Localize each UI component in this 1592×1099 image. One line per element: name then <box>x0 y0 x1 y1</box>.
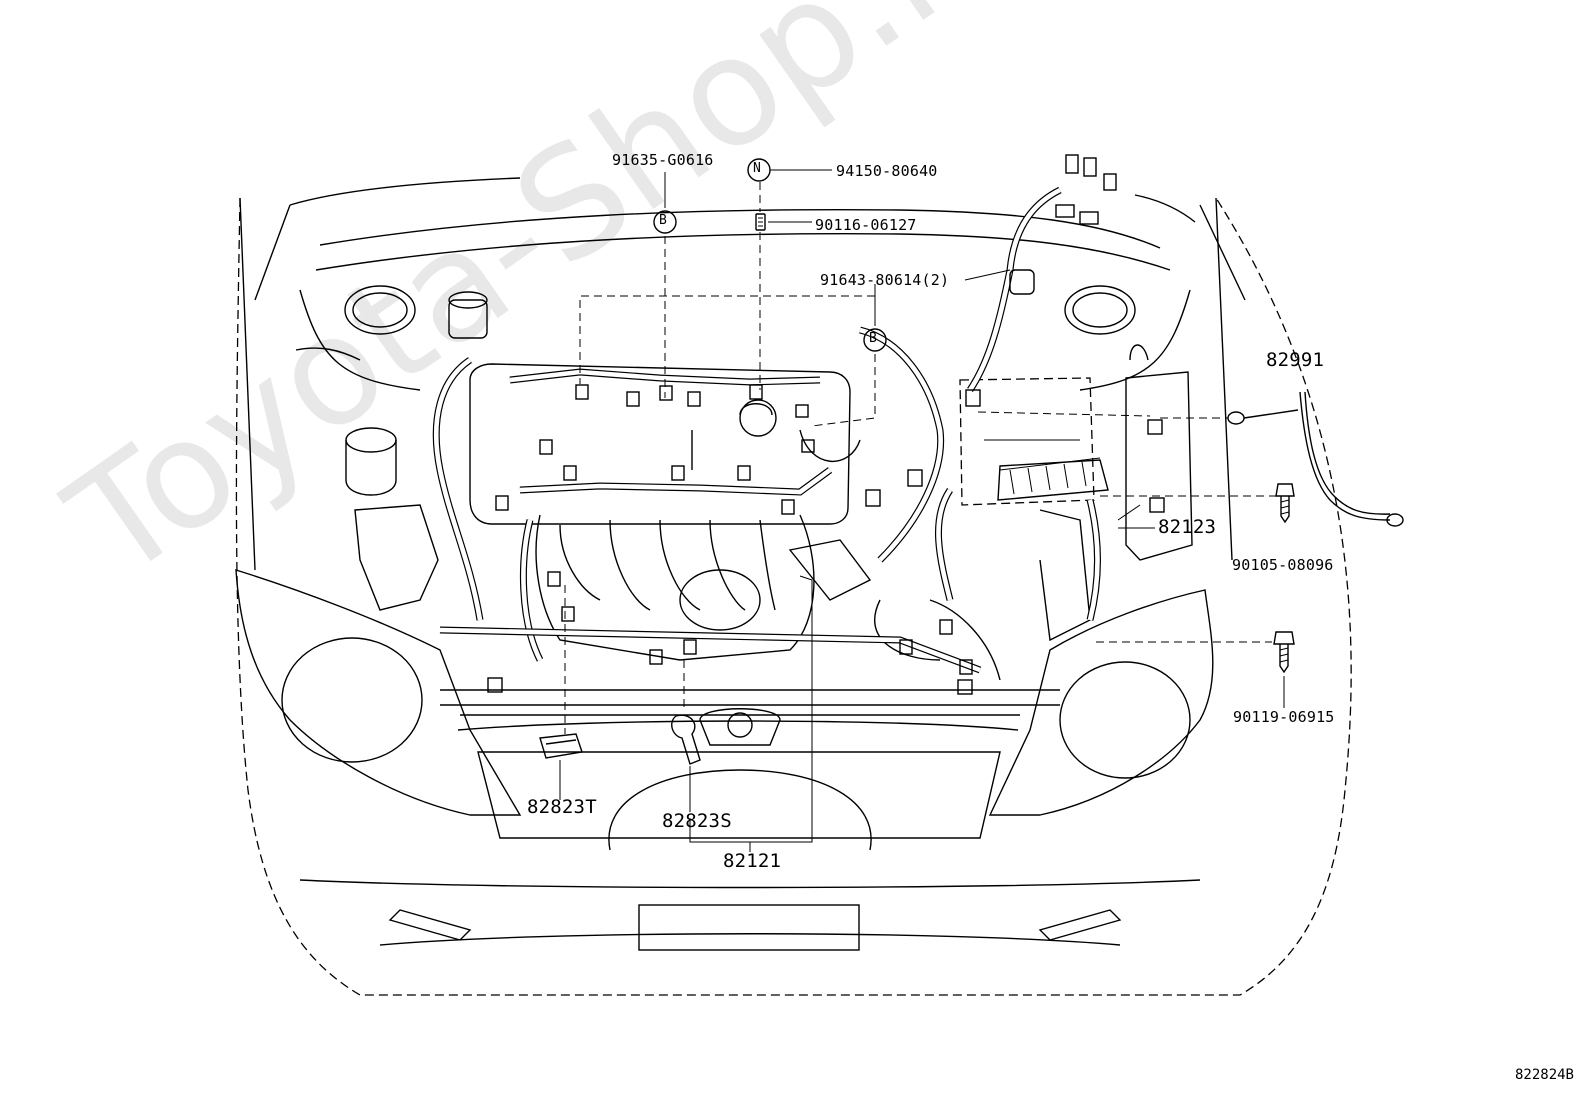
marker-n-label: N <box>753 161 762 176</box>
clip-90116 <box>755 213 766 231</box>
part-label-82823S[interactable]: 82823S <box>662 810 732 832</box>
part-label-90105-08096[interactable]: 90105-08096 <box>1232 556 1334 574</box>
part-label-91635-G0616[interactable]: 91635-G0616 <box>612 151 714 169</box>
part-label-90116-06127[interactable]: 90116-06127 <box>815 216 917 234</box>
reservoirs <box>345 291 1193 611</box>
leader-lines <box>559 169 1285 852</box>
front-end <box>235 569 1214 951</box>
cable-82991 <box>1227 391 1404 527</box>
bolt-90105 <box>1275 483 1295 524</box>
circle-markers <box>653 158 887 352</box>
part-label-82123[interactable]: 82123 <box>1158 516 1217 538</box>
part-label-82991[interactable]: 82991 <box>1266 349 1325 371</box>
marker-b-label-1: B <box>659 213 668 228</box>
body-outline <box>235 177 1352 996</box>
part-label-90119-06915[interactable]: 90119-06915 <box>1233 708 1335 726</box>
part-label-91643-80614[interactable]: 91643-80614(2) <box>820 271 950 289</box>
part-label-82823T[interactable]: 82823T <box>527 796 597 818</box>
clip-82823T <box>539 733 583 759</box>
strut-towers <box>295 285 1191 391</box>
marker-b-label-2: B <box>869 331 878 346</box>
figure-id: 822824B <box>1514 1067 1574 1083</box>
engine-block <box>469 363 1109 525</box>
part-label-82121[interactable]: 82121 <box>723 850 782 872</box>
intake-manifold <box>535 509 1091 681</box>
wire-harness <box>432 186 1101 674</box>
clip-82823S <box>671 714 701 765</box>
bolt-90119 <box>1273 631 1295 674</box>
part-label-94150-80640[interactable]: 94150-80640 <box>836 162 938 180</box>
connectors <box>487 154 1165 695</box>
